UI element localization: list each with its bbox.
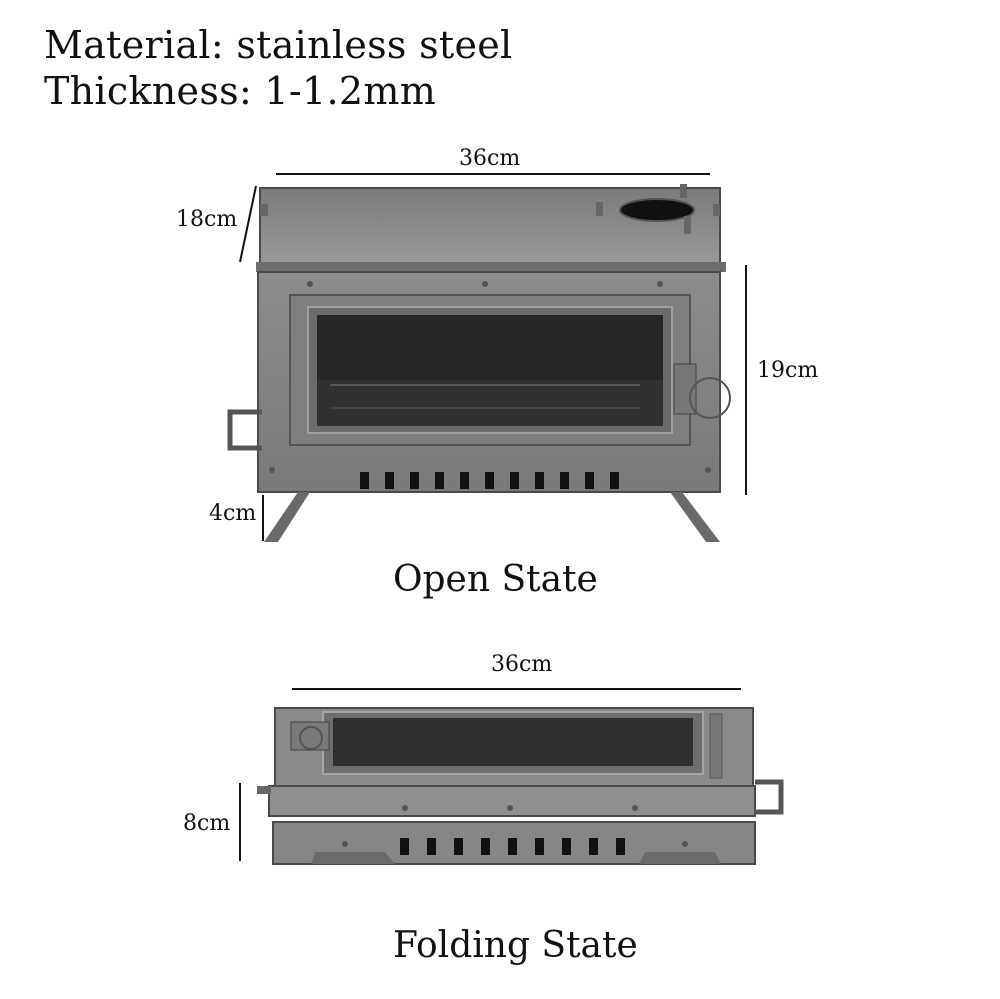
open-width-line bbox=[276, 173, 710, 175]
open-height-line bbox=[745, 265, 747, 495]
material-spec: Material: stainless steel bbox=[44, 23, 513, 67]
open-width-label: 36cm bbox=[459, 146, 521, 171]
folding-state-caption: Folding State bbox=[393, 925, 638, 966]
open-stove-image bbox=[227, 184, 731, 542]
open-height-label: 19cm bbox=[757, 358, 819, 383]
thickness-spec: Thickness: 1-1.2mm bbox=[44, 69, 437, 113]
folding-stove-image bbox=[257, 707, 784, 865]
open-state-caption: Open State bbox=[393, 559, 598, 600]
open-depth-line bbox=[239, 185, 257, 263]
folding-width-line bbox=[292, 688, 741, 690]
open-depth-label: 18cm bbox=[176, 207, 238, 232]
folding-height-line bbox=[239, 783, 241, 861]
folding-height-label: 8cm bbox=[183, 811, 231, 836]
folding-width-label: 36cm bbox=[491, 652, 553, 677]
open-leg-line bbox=[262, 495, 264, 541]
open-leg-label: 4cm bbox=[209, 501, 257, 526]
